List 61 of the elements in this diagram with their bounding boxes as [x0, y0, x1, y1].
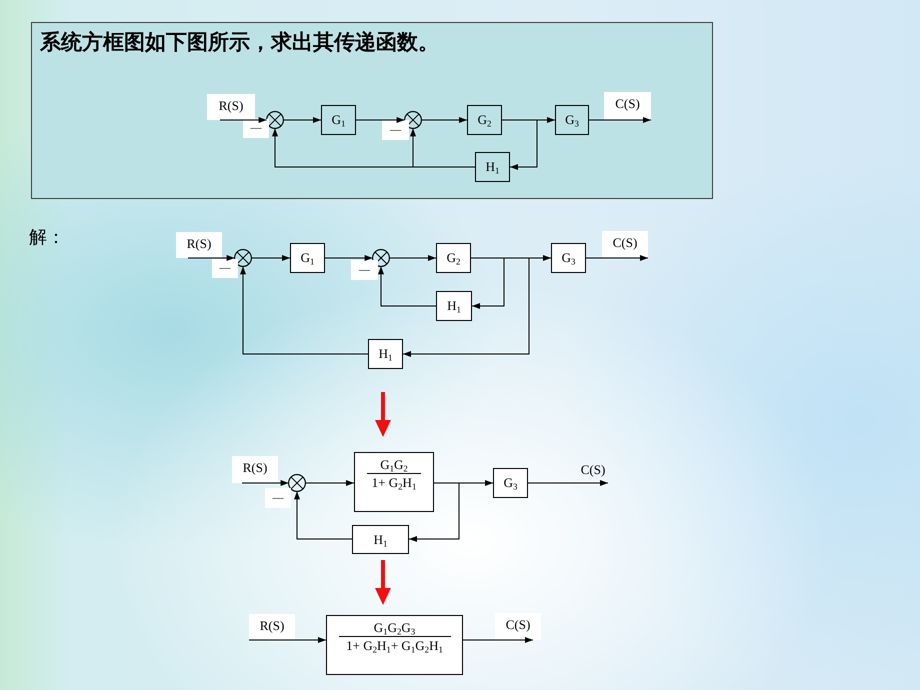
signal-label: R(S): [249, 614, 295, 640]
signal-arrow: [420, 117, 468, 123]
minus-sign: —: [351, 260, 378, 280]
signal-label: R(S): [176, 232, 222, 258]
minus-sign: —: [243, 119, 269, 138]
transfer-function-block: G$_{2}$: [467, 105, 502, 135]
transfer-function-block: H$_{1}$: [436, 291, 472, 321]
signal-arrow: [294, 490, 352, 540]
signal-arrow: [356, 117, 406, 123]
transfer-function-block: G$_{1}$: [290, 243, 325, 273]
signal-arrow: [282, 117, 322, 123]
signal-arrow: [528, 480, 608, 486]
signal-label: R(S): [232, 456, 278, 483]
signal-arrow: [402, 258, 530, 357]
numerator-text: G$_{1}$G$_{2}$: [380, 457, 408, 472]
signal-label: C(S): [602, 231, 648, 258]
signal-arrow: [220, 117, 268, 123]
summing-junction: [372, 249, 390, 267]
summing-junction: [266, 111, 284, 129]
summing-junction: [404, 111, 422, 129]
signal-arrow: [586, 255, 648, 261]
signal-arrow: [188, 255, 236, 261]
transfer-function-block: G$_{1}$: [321, 105, 356, 135]
transfer-function-block: H$_{1}$: [352, 525, 409, 554]
minus-sign: —: [265, 488, 291, 508]
signal-arrow: [388, 255, 436, 261]
numerator-text: G$_{1}$G$_{2}$G$_{3}$: [374, 620, 416, 635]
transfer-function-block: G$_{3}$: [555, 105, 589, 135]
signal-arrow: [250, 255, 290, 261]
transfer-function-block: [326, 615, 463, 675]
signal-arrow: [470, 258, 504, 309]
question-panel: [31, 22, 713, 199]
transfer-function-block: G$_{3}$: [551, 243, 586, 273]
minus-sign: —: [212, 259, 238, 278]
minus-sign: —: [382, 120, 409, 140]
signal-arrow: [588, 117, 652, 123]
denominator-text: 1+ G$_{2}$H$_{1}$+ G$_{1}$G$_{2}$H$_{1}$: [346, 638, 443, 653]
signal-arrow: [462, 637, 534, 643]
question-text: 系统方框图如下图所示，求出其传递函数。: [40, 30, 439, 55]
signal-arrow: [324, 255, 374, 261]
transfer-function-block: G$_{3}$: [493, 468, 528, 498]
transfer-function-block: G$_{2}$: [436, 243, 471, 273]
signal-arrow: [242, 480, 290, 486]
signal-arrow: [502, 120, 538, 170]
signal-label: R(S): [207, 94, 255, 120]
transfer-function-block: [354, 452, 434, 512]
signal-arrow: [240, 266, 368, 354]
summing-junction: [288, 474, 306, 492]
summing-junction: [234, 249, 252, 267]
signal-arrow: [410, 128, 476, 168]
signal-arrow: [378, 266, 436, 306]
signal-label: C(S): [495, 613, 541, 640]
signal-arrow: [408, 482, 460, 542]
signal-label: C(S): [578, 458, 608, 483]
answer-label: 解：: [29, 227, 65, 249]
transfer-function-block: H$_{1}$: [475, 152, 510, 182]
denominator-text: 1+ G$_{2}$H$_{1}$: [372, 475, 416, 490]
signal-arrow: [248, 637, 326, 643]
transfer-function-block: H$_{1}$: [368, 339, 403, 369]
signal-label: C(S): [604, 92, 651, 120]
signal-arrow: [304, 480, 354, 486]
